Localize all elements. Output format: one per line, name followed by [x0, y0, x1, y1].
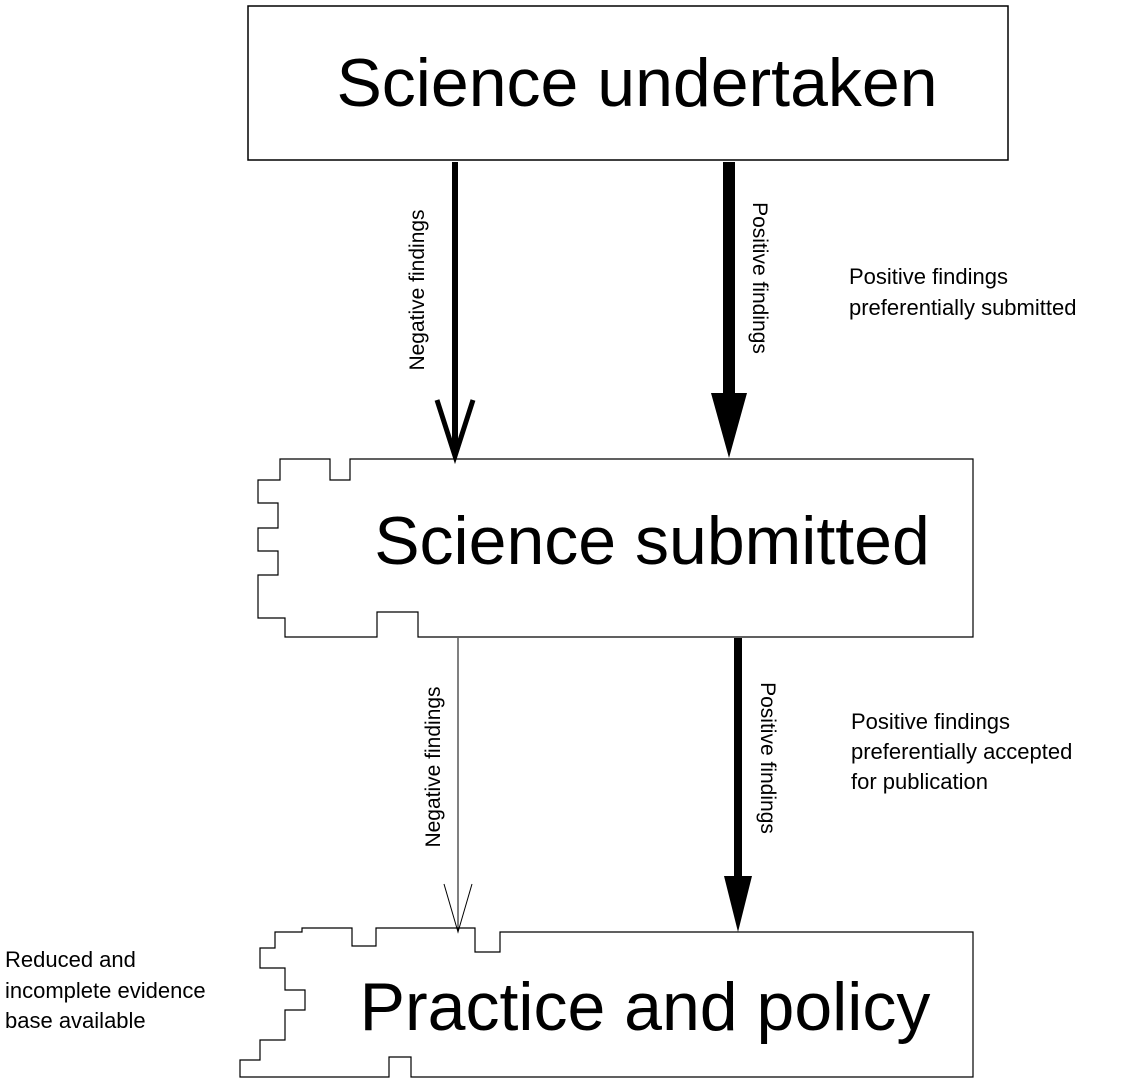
- practice-and-policy-box: [239, 927, 974, 1078]
- note-accepted-line-3: for publication: [851, 769, 988, 794]
- lower-positive-label: Positive findings: [756, 682, 779, 834]
- practice-and-policy-title: Practice and policy: [360, 969, 931, 1045]
- note-evidence-line-1: Reduced and: [5, 947, 136, 972]
- note-submitted-line-2: preferentially submitted: [849, 295, 1076, 320]
- upper-negative-label: Negative findings: [406, 209, 429, 370]
- science-submitted-title: Science submitted: [374, 503, 930, 579]
- note-accepted-line-2: preferentially accepted: [851, 739, 1072, 764]
- upper-positive-arrow: [711, 162, 747, 458]
- science-undertaken-title: Science undertaken: [336, 45, 937, 121]
- lower-positive-arrow: [724, 638, 752, 932]
- note-submitted-line-1: Positive findings: [849, 264, 1008, 289]
- lower-negative-label: Negative findings: [422, 686, 445, 847]
- note-evidence-line-2: incomplete evidence: [5, 978, 206, 1003]
- upper-negative-arrow: [434, 162, 476, 465]
- science-submitted-box: [257, 458, 974, 638]
- upper-positive-label: Positive findings: [748, 202, 771, 354]
- lower-negative-arrow: [443, 638, 473, 934]
- note-evidence: Reduced and incomplete evidence base ava…: [5, 947, 206, 1033]
- note-evidence-line-3: base available: [5, 1008, 146, 1033]
- note-accepted: Positive findings preferentially accepte…: [851, 709, 1072, 794]
- science-undertaken-box: [247, 5, 1009, 161]
- note-accepted-line-1: Positive findings: [851, 709, 1010, 734]
- note-submitted: Positive findings preferentially submitt…: [849, 264, 1076, 320]
